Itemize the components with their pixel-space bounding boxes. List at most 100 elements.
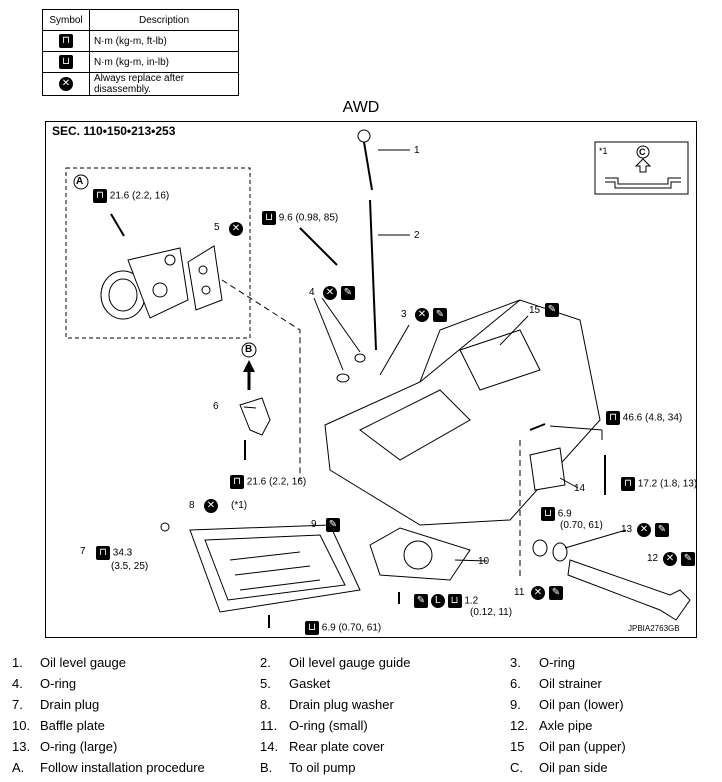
torque-ftlb-icon: ⊓ <box>606 411 620 425</box>
replace-icon: ✕ <box>323 286 337 300</box>
callout-3: 3 <box>401 309 407 320</box>
replace-icon: ✕ <box>663 552 677 566</box>
part-name: O-ring <box>539 655 576 670</box>
part-number: B. <box>260 760 273 775</box>
part-number: 13. <box>12 739 31 754</box>
part-number: 1. <box>12 655 23 670</box>
torque-label: 17.2 (1.8, 13) <box>637 478 698 490</box>
part-number: 5. <box>260 676 271 691</box>
callout-7: 7 <box>80 546 86 557</box>
part-number: 7. <box>12 697 23 712</box>
parts-row: 13. O-ring (large) 14. Rear plate cover 15… <box>0 739 722 759</box>
part-name: Oil pan (upper) <box>539 739 626 754</box>
footnote-marker: (*1) <box>231 500 248 511</box>
part-number: 15 <box>510 739 525 754</box>
part-number: 4. <box>12 676 23 691</box>
torque-label: 9.6 (0.98, 85) <box>278 212 339 224</box>
part-name: O-ring <box>40 676 77 691</box>
callout-6: 6 <box>213 401 219 412</box>
part-name: Oil pan (lower) <box>539 697 624 712</box>
diagram-title: AWD <box>342 99 380 116</box>
part-number: 8. <box>260 697 271 712</box>
part-name: Oil strainer <box>539 676 602 691</box>
part-number: A. <box>12 760 25 775</box>
part-name: Rear plate cover <box>289 739 385 754</box>
callout-2: 2 <box>414 230 420 241</box>
torque-ftlb-icon: ⊓ <box>230 475 244 489</box>
callout-10: 10 <box>478 556 490 567</box>
callout-14: 14 <box>574 483 586 494</box>
inset-letter: C <box>639 147 646 157</box>
parts-row: 4. O-ring 5. Gasket 6. Oil strainer <box>0 676 722 696</box>
torque-label: 21.6 (2.2, 16) <box>109 190 170 202</box>
oil-apply-icon: ✎ <box>681 552 695 566</box>
replace-icon: ✕ <box>59 77 73 91</box>
callout-15: 15 <box>529 305 541 316</box>
callout-4: 4 <box>309 287 315 298</box>
part-name: Gasket <box>289 676 331 691</box>
part-name: O-ring (large) <box>40 739 118 754</box>
part-name: Oil pan side <box>539 760 608 775</box>
parts-row: 7. Drain plug 8. Drain plug washer 9. Oil p… <box>0 697 722 717</box>
torque-inlb-icon: ⊔ <box>59 55 73 69</box>
part-name: Drain plug washer <box>289 697 394 712</box>
callout-5: 5 <box>214 222 220 233</box>
part-number: 9. <box>510 697 521 712</box>
torque-label: (3.5, 25) <box>111 561 149 572</box>
torque-ftlb-icon: ⊓ <box>93 189 107 203</box>
torque-label: (0.70, 61) <box>560 520 603 531</box>
parts-row: 10.Baffle plate 11.O-ring (small) 12.Axl… <box>0 718 722 738</box>
callout-9: 9 <box>311 519 317 530</box>
torque-label: 21.6 (2.2, 16) <box>246 476 307 488</box>
part-name: Oil level gauge <box>40 655 126 670</box>
torque-ftlb-icon: ⊓ <box>96 546 110 560</box>
callout-8: 8 <box>189 500 195 511</box>
part-number: 10. <box>12 718 31 733</box>
parts-row: 1. Oil level gauge 2. Oil level gauge guid… <box>0 655 722 675</box>
part-number: 6. <box>510 676 521 691</box>
part-number: C. <box>510 760 523 775</box>
part-name: Oil level gauge guide <box>289 655 411 670</box>
legend-table: Symbol Description ⊓ N·m (kg-m, ft-lb) ⊔… <box>42 9 239 96</box>
part-number: 12. <box>510 718 529 733</box>
part-number: 14. <box>260 739 279 754</box>
torque-inlb-icon: ⊔ <box>305 621 319 635</box>
part-name: O-ring (small) <box>289 718 368 733</box>
replace-icon: ✕ <box>637 523 651 537</box>
diagram-frame <box>45 121 697 638</box>
part-number: 11. <box>260 718 278 733</box>
oil-apply-icon: ✎ <box>433 308 447 322</box>
oil-apply-icon: ✎ <box>341 286 355 300</box>
inset-note: *1 <box>599 146 608 156</box>
replace-icon: ✕ <box>229 222 243 236</box>
torque-ftlb-icon: ⊓ <box>621 477 635 491</box>
detail-a-letter: A <box>76 176 84 187</box>
part-name: Follow installation procedure <box>40 760 205 775</box>
torque-label: 34.3 <box>112 547 133 559</box>
callout-12: 12 <box>647 553 659 564</box>
torque-label: 46.6 (4.8, 34) <box>622 412 683 424</box>
torque-label: (0.12, 11) <box>470 607 513 618</box>
legend-row-text: Always replace after disassembly. <box>89 72 239 96</box>
part-number: 2. <box>260 655 271 670</box>
oil-apply-icon: ✎ <box>655 523 669 537</box>
sealant-icon: ✎ <box>545 303 559 317</box>
oil-apply-icon: ✎ <box>549 586 563 600</box>
part-name: To oil pump <box>289 760 356 775</box>
replace-icon: ✕ <box>415 308 429 322</box>
torque-label: 6.9 <box>557 508 572 520</box>
torque-inlb-icon: ⊔ <box>262 211 276 225</box>
arrow-b-letter: B <box>245 344 253 355</box>
liquid-gasket-icon: L <box>430 594 445 608</box>
torque-label: 1.2 <box>464 595 479 607</box>
torque-inlb-icon: ⊔ <box>447 594 462 608</box>
section-label: SEC. 110•150•213•253 <box>52 124 176 138</box>
part-number: 3. <box>510 655 521 670</box>
callout-1: 1 <box>414 145 420 156</box>
sealant-icon: ✎ <box>414 594 428 608</box>
part-name: Drain plug <box>40 697 100 712</box>
sealant-icon: ✎ <box>326 518 340 532</box>
callout-11: 11 <box>514 587 525 598</box>
image-code: JPBIA2763GB <box>628 624 680 633</box>
